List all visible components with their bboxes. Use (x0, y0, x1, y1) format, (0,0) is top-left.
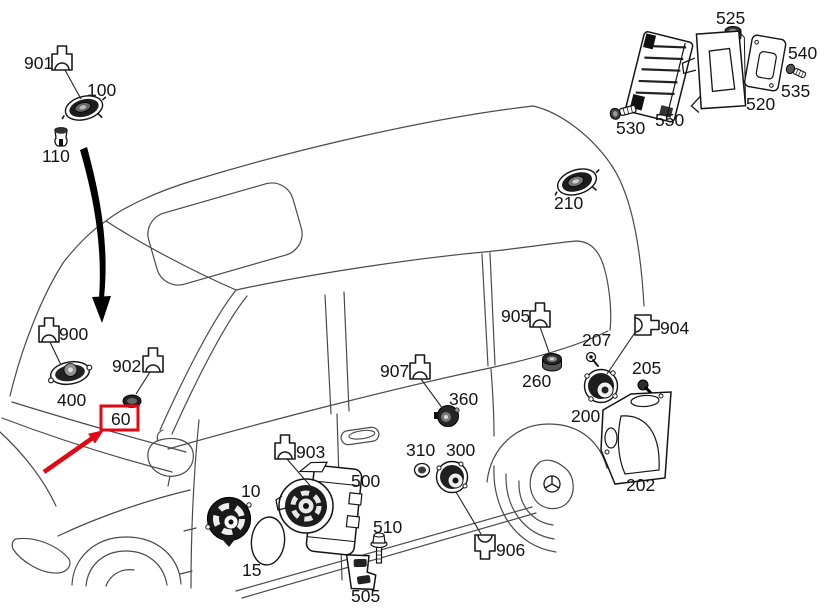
leader-line (286, 458, 314, 490)
part-sketch-500-subwoofer (275, 461, 363, 556)
part-label-300[interactable]: 300 (446, 440, 475, 460)
callout-900-clip-icon[interactable] (38, 317, 60, 343)
part-sketch-310-grommet (413, 462, 431, 478)
callout-906-clip-icon[interactable] (474, 534, 496, 560)
highlight-arrow-head (88, 430, 104, 444)
part-label-900[interactable]: 900 (59, 324, 88, 344)
part-label-205[interactable]: 205 (632, 358, 661, 378)
part-sketch-100-tweeter (61, 95, 107, 121)
callout-904-clip-icon[interactable] (634, 314, 660, 336)
door-handle (340, 426, 380, 446)
part-label-202[interactable]: 202 (626, 475, 655, 495)
part-sketch-510-bolt (370, 532, 388, 564)
part-label-901[interactable]: 901 (24, 53, 53, 73)
part-label-905[interactable]: 905 (501, 306, 530, 326)
part-label-210[interactable]: 210 (554, 193, 583, 213)
part-label-907[interactable]: 907 (380, 361, 409, 381)
leader-line (455, 491, 482, 535)
part-sketch-520-bracket (681, 30, 747, 113)
leader-line (135, 371, 151, 395)
direction-arrow (80, 147, 111, 323)
callout-907-clip-icon[interactable] (409, 354, 431, 380)
part-label-15[interactable]: 15 (242, 560, 261, 580)
part-label-400[interactable]: 400 (57, 390, 86, 410)
part-label-520[interactable]: 520 (746, 94, 775, 114)
part-sketch-530-screw (609, 104, 637, 120)
leader-line (539, 326, 551, 356)
callout-902-clip-icon[interactable] (142, 347, 164, 373)
leader-line (420, 378, 444, 410)
highlight-annotations (42, 404, 140, 474)
callout-901-clip-icon[interactable] (51, 45, 73, 71)
highlight-arrow-shaft (42, 435, 96, 474)
headlight-outline (11, 537, 71, 574)
part-sketch-260-tweeter (542, 353, 562, 372)
part-label-260[interactable]: 260 (522, 371, 551, 391)
part-sketch-505-bracket (345, 554, 377, 591)
part-labels: 901 100 110 900 400 902 60 10 15 903 500 510 505 907 3… (24, 8, 817, 606)
sunroof-outline (147, 182, 303, 286)
part-sketch-10-speaker (205, 496, 252, 547)
part-label-540[interactable]: 540 (788, 43, 817, 63)
part-sketch-535-plate (744, 34, 787, 92)
leader-line (64, 69, 82, 100)
part-label-500[interactable]: 500 (351, 471, 380, 491)
leader-line (606, 330, 637, 375)
part-label-200[interactable]: 200 (571, 406, 600, 426)
part-sketch-540-screw (785, 63, 807, 79)
part-label-60[interactable]: 60 (111, 409, 131, 429)
callout-903-clip-icon[interactable] (274, 434, 296, 460)
part-sketch-300-speaker (435, 460, 469, 494)
part-sketch-202-bracket (600, 391, 672, 485)
part-label-550[interactable]: 550 (655, 110, 684, 130)
side-mirror (147, 429, 194, 487)
part-label-902[interactable]: 902 (112, 356, 141, 376)
part-sketch-550-amplifier (625, 31, 694, 123)
part-label-310[interactable]: 310 (406, 440, 435, 460)
part-sketch-15-gasket (250, 516, 286, 566)
part-sketch-207-screw (585, 351, 599, 367)
part-label-110[interactable]: 110 (42, 146, 70, 166)
part-label-510[interactable]: 510 (373, 517, 402, 537)
part-label-530[interactable]: 530 (616, 118, 645, 138)
part-sketch-200-speaker (583, 368, 619, 404)
part-label-360[interactable]: 360 (449, 389, 478, 409)
part-label-525[interactable]: 525 (716, 8, 745, 28)
mercedes-star-logo (543, 475, 561, 493)
part-sketch-210-speaker (554, 168, 600, 196)
part-sketch-907-360-speaker (434, 404, 460, 428)
part-label-207[interactable]: 207 (582, 330, 611, 350)
callout-905-clip-icon[interactable] (529, 302, 551, 328)
part-label-904[interactable]: 904 (660, 318, 689, 338)
part-label-903[interactable]: 903 (296, 442, 325, 462)
part-label-100[interactable]: 100 (87, 80, 116, 100)
part-sketch-400-speaker (48, 360, 93, 386)
part-label-535[interactable]: 535 (781, 81, 810, 101)
leader-lines (49, 69, 637, 535)
part-label-505[interactable]: 505 (351, 586, 380, 606)
leader-line (49, 341, 62, 366)
part-sketch-110-clip (54, 127, 68, 147)
rear-wheel (486, 423, 608, 553)
front-wheel-arch (71, 536, 182, 587)
part-label-10[interactable]: 10 (241, 481, 261, 501)
highlight-box (99, 404, 140, 432)
part-label-906[interactable]: 906 (496, 540, 525, 560)
